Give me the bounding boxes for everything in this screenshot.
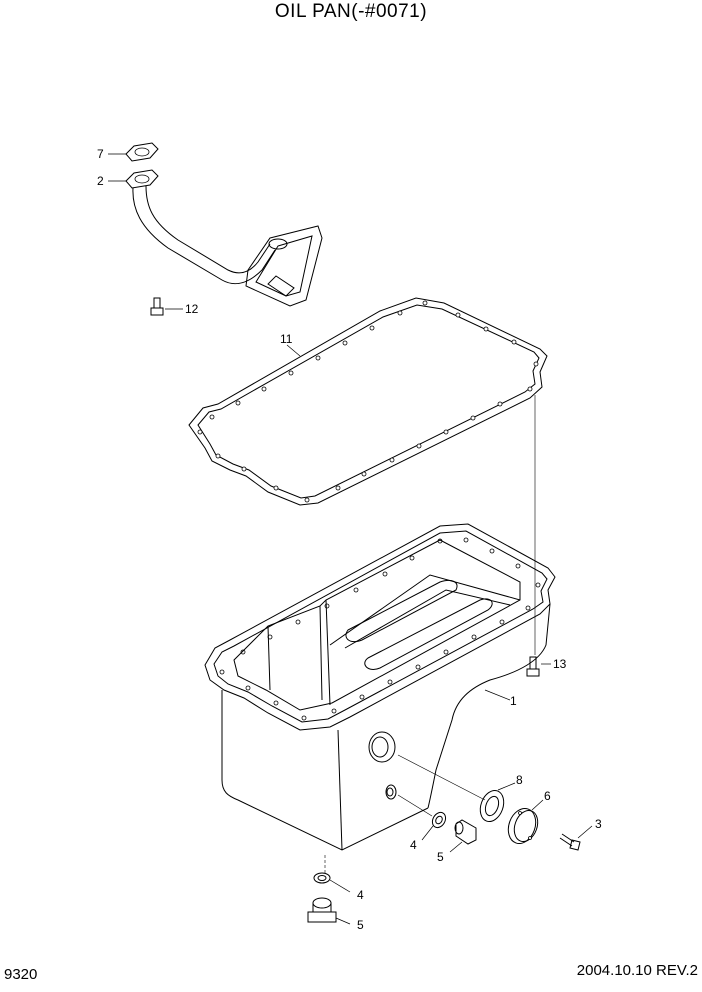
callout-5-bottom: 5: [357, 918, 364, 932]
drain-washer-4-bottom: [313, 855, 351, 893]
callout-4-side: 4: [410, 838, 417, 852]
oil-suction-pipe: [132, 185, 323, 307]
bolt-3: [559, 825, 593, 851]
callout-7: 7: [97, 147, 104, 161]
callout-11: 11: [280, 332, 293, 346]
callout-12: 12: [185, 302, 199, 316]
page-number: 9320: [4, 966, 38, 983]
alignment-line-cover: [397, 754, 486, 801]
oil-pan-1: [204, 523, 556, 851]
bolt-12: [150, 297, 183, 316]
callout-3: 3: [595, 817, 602, 831]
bolt-13: [526, 656, 551, 677]
leader-11: [286, 344, 301, 357]
drain-washer-4-side: [421, 811, 447, 841]
callout-8: 8: [516, 773, 523, 787]
callout-4-bottom: 4: [357, 888, 364, 902]
oil-pan-gasket-11: [188, 297, 548, 506]
callout-5-side: 5: [437, 850, 444, 864]
callout-13: 13: [553, 657, 567, 671]
callout-6: 6: [544, 789, 551, 803]
revision-date: 2004.10.10 REV.2: [576, 962, 698, 979]
page-title: OIL PAN(-#0071): [274, 1, 428, 22]
callout-1: 1: [510, 694, 517, 708]
drain-plug-5-bottom: [307, 897, 351, 925]
drain-plug-5-side: [449, 819, 477, 853]
cover-plate-6: [507, 799, 544, 844]
flange-gasket-7: [125, 142, 159, 162]
flange-gasket-2: [125, 169, 159, 189]
callout-2: 2: [97, 174, 104, 188]
cover-gasket-8: [479, 782, 516, 822]
alignment-line-drain-side: [397, 794, 433, 817]
